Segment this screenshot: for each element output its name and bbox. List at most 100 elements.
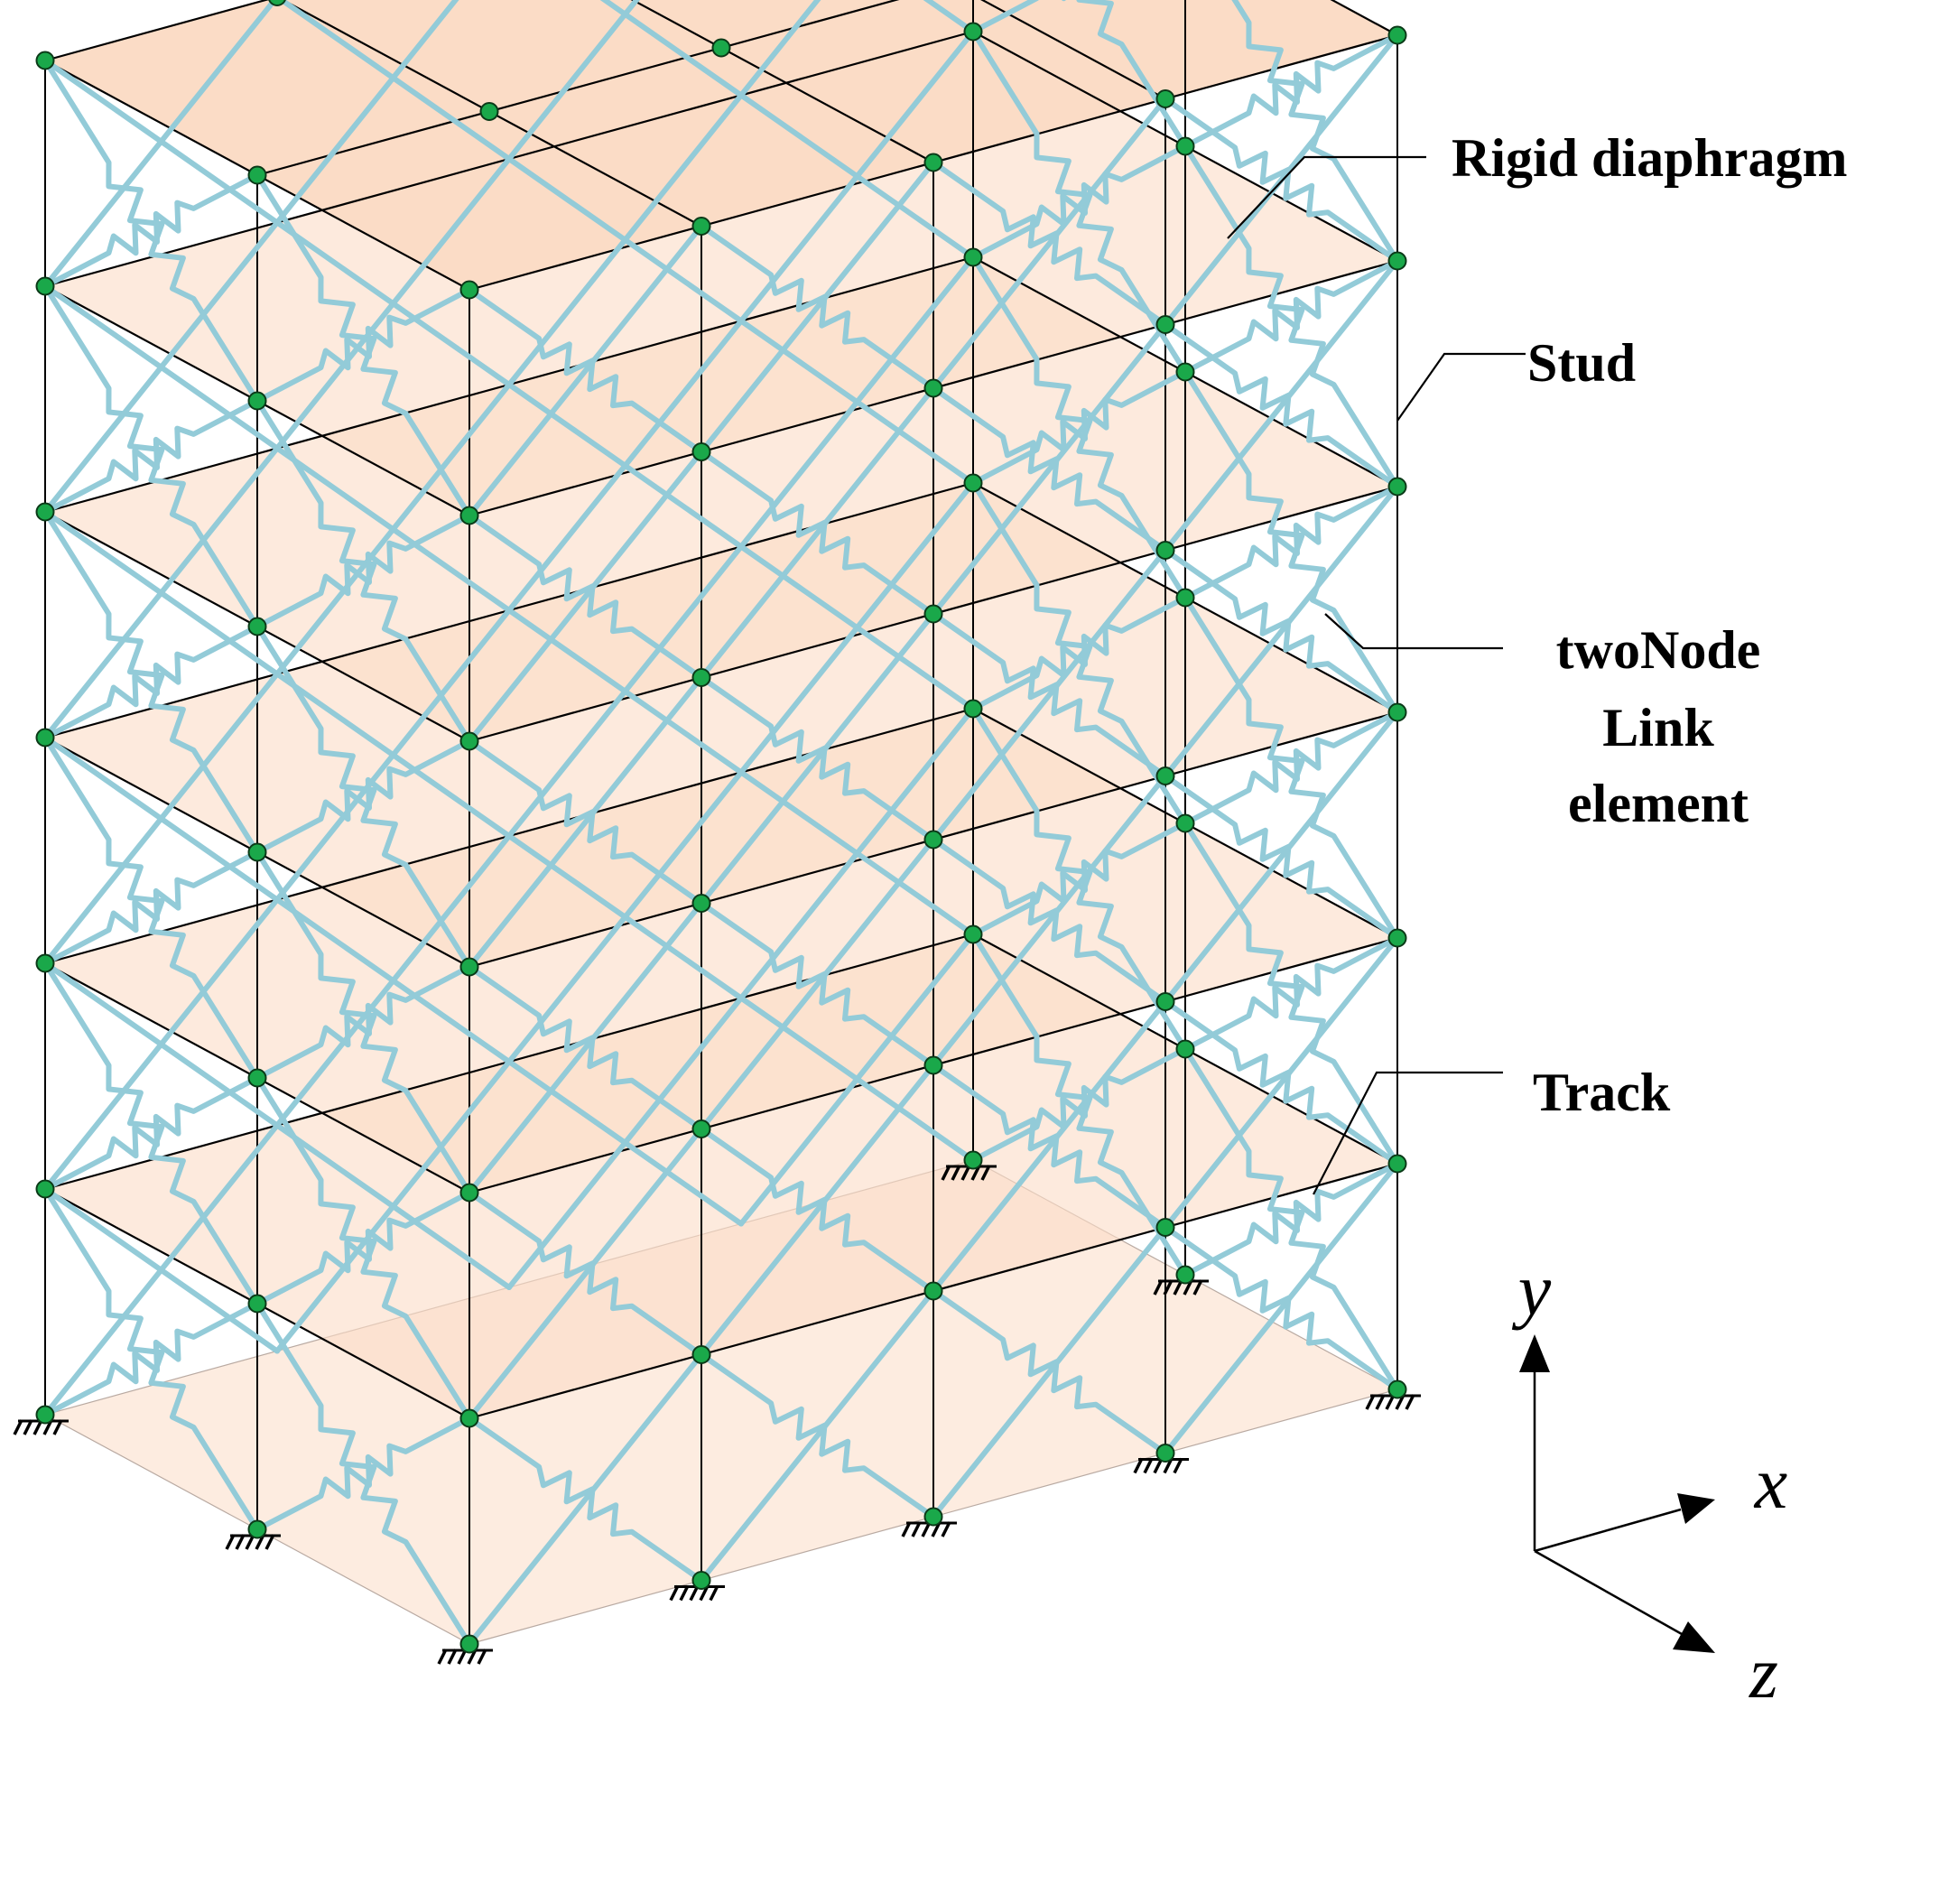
x-axis-line bbox=[1534, 1508, 1682, 1553]
twonode-link-element bbox=[970, 595, 1188, 711]
support-hatch bbox=[235, 1534, 246, 1550]
twonode-link-element bbox=[738, 0, 821, 98]
twonode-link-element bbox=[274, 382, 512, 677]
twonode-link-element bbox=[255, 513, 472, 629]
model-node bbox=[35, 1179, 55, 1199]
twonode-link-element bbox=[923, 0, 976, 34]
twonode-link-element bbox=[738, 706, 976, 1001]
twonode-link-element bbox=[506, 92, 744, 387]
twonode-link-element bbox=[699, 1063, 936, 1358]
twonode-link-element bbox=[42, 961, 260, 1306]
model-node bbox=[1387, 1154, 1407, 1174]
twonode-link-element bbox=[506, 769, 744, 1064]
twonode-link-element bbox=[1183, 595, 1400, 941]
support-hatch bbox=[477, 1649, 487, 1665]
support-hatch bbox=[1153, 1279, 1164, 1296]
twonode-link-element bbox=[42, 283, 260, 629]
model-node bbox=[35, 953, 55, 973]
support-hatch bbox=[1163, 1279, 1174, 1296]
support-hatch bbox=[951, 1165, 961, 1181]
model-node bbox=[691, 894, 711, 913]
twonode-link-element bbox=[274, 1059, 512, 1354]
twonode-link-element bbox=[699, 1288, 936, 1584]
model-node bbox=[35, 1405, 55, 1425]
support-hatch bbox=[911, 1521, 922, 1537]
twonode-link-element bbox=[255, 398, 472, 744]
y-axis-label: y bbox=[1512, 1249, 1552, 1331]
twonode-link-element bbox=[255, 172, 472, 518]
twonode-link-element bbox=[255, 1075, 472, 1421]
model-node bbox=[247, 1294, 267, 1314]
model-node bbox=[963, 473, 983, 493]
label-rigid-diaphragm: Rigid diaphragm bbox=[1452, 128, 1847, 188]
model-node bbox=[247, 391, 267, 411]
twonode-link-element bbox=[467, 674, 704, 970]
leader-track bbox=[1313, 1071, 1503, 1195]
twonode-link-element bbox=[931, 96, 1168, 391]
model-node bbox=[1155, 315, 1175, 334]
twonode-link-element bbox=[255, 850, 472, 1195]
twonode-link-element bbox=[42, 896, 280, 1192]
model-node bbox=[1155, 89, 1175, 108]
support-hatch bbox=[52, 1419, 63, 1435]
model-node bbox=[1387, 477, 1407, 497]
support-hatch bbox=[225, 1534, 236, 1550]
model-node bbox=[963, 22, 983, 42]
model-node bbox=[479, 102, 499, 121]
twonode-link-element bbox=[1163, 484, 1400, 779]
z-axis-line bbox=[1534, 1549, 1683, 1636]
model-node bbox=[963, 1150, 983, 1170]
twonode-link-element bbox=[738, 255, 976, 550]
twonode-link-element bbox=[738, 29, 976, 324]
twonode-link-element bbox=[931, 998, 1168, 1294]
twonode-link-element bbox=[42, 1301, 260, 1417]
label-track: Track bbox=[1533, 1063, 1671, 1122]
support-hatch bbox=[1192, 1279, 1203, 1296]
model-node bbox=[1387, 25, 1407, 45]
twonode-link-element bbox=[970, 821, 1188, 937]
model-node bbox=[1387, 251, 1407, 271]
model-node bbox=[1155, 541, 1175, 560]
twonode-link-element bbox=[42, 671, 280, 966]
twonode-link-element bbox=[1076, 0, 1188, 149]
model-node bbox=[923, 1507, 943, 1527]
twonode-link-element bbox=[1183, 821, 1400, 1166]
model-node bbox=[1155, 1218, 1175, 1237]
twonode-link-element bbox=[970, 1046, 1188, 1163]
model-node bbox=[1175, 1265, 1195, 1285]
support-hatch bbox=[669, 1584, 680, 1602]
z-axis-label: z bbox=[1749, 1631, 1778, 1714]
twonode-link-element bbox=[467, 1351, 704, 1647]
twonode-link-element bbox=[274, 0, 459, 226]
model-node bbox=[247, 1068, 267, 1088]
model-node bbox=[459, 1183, 479, 1203]
model-node bbox=[35, 276, 55, 296]
model-node bbox=[691, 442, 711, 461]
twonode-link-element bbox=[699, 160, 936, 455]
twonode-link-element bbox=[1183, 144, 1400, 489]
model-node bbox=[1175, 136, 1195, 156]
model-node bbox=[1387, 1379, 1407, 1399]
model-node bbox=[459, 731, 479, 751]
model-node bbox=[247, 165, 267, 185]
model-node bbox=[691, 217, 711, 236]
twonode-link-element bbox=[255, 1301, 472, 1647]
twonode-link-element bbox=[738, 480, 976, 776]
track-line bbox=[980, 0, 1167, 100]
model-node bbox=[1175, 813, 1195, 833]
twonode-link-element bbox=[42, 398, 260, 515]
leader-link bbox=[1324, 613, 1503, 650]
twonode-link-element bbox=[274, 608, 512, 903]
model-node bbox=[963, 924, 983, 944]
model-node bbox=[711, 38, 731, 58]
twonode-link-element bbox=[1183, 369, 1400, 715]
model-nodes bbox=[35, 0, 1407, 1654]
x-axis-arrowhead bbox=[1677, 1493, 1715, 1524]
twonode-link-element bbox=[1183, 1046, 1400, 1392]
twonode-link-element bbox=[1183, 710, 1400, 826]
model-node bbox=[963, 699, 983, 719]
leader-stud bbox=[1396, 352, 1526, 422]
twonode-link-element bbox=[1163, 1161, 1400, 1456]
twonode-link-element bbox=[255, 1416, 472, 1532]
leader-lines bbox=[1227, 155, 1526, 1195]
